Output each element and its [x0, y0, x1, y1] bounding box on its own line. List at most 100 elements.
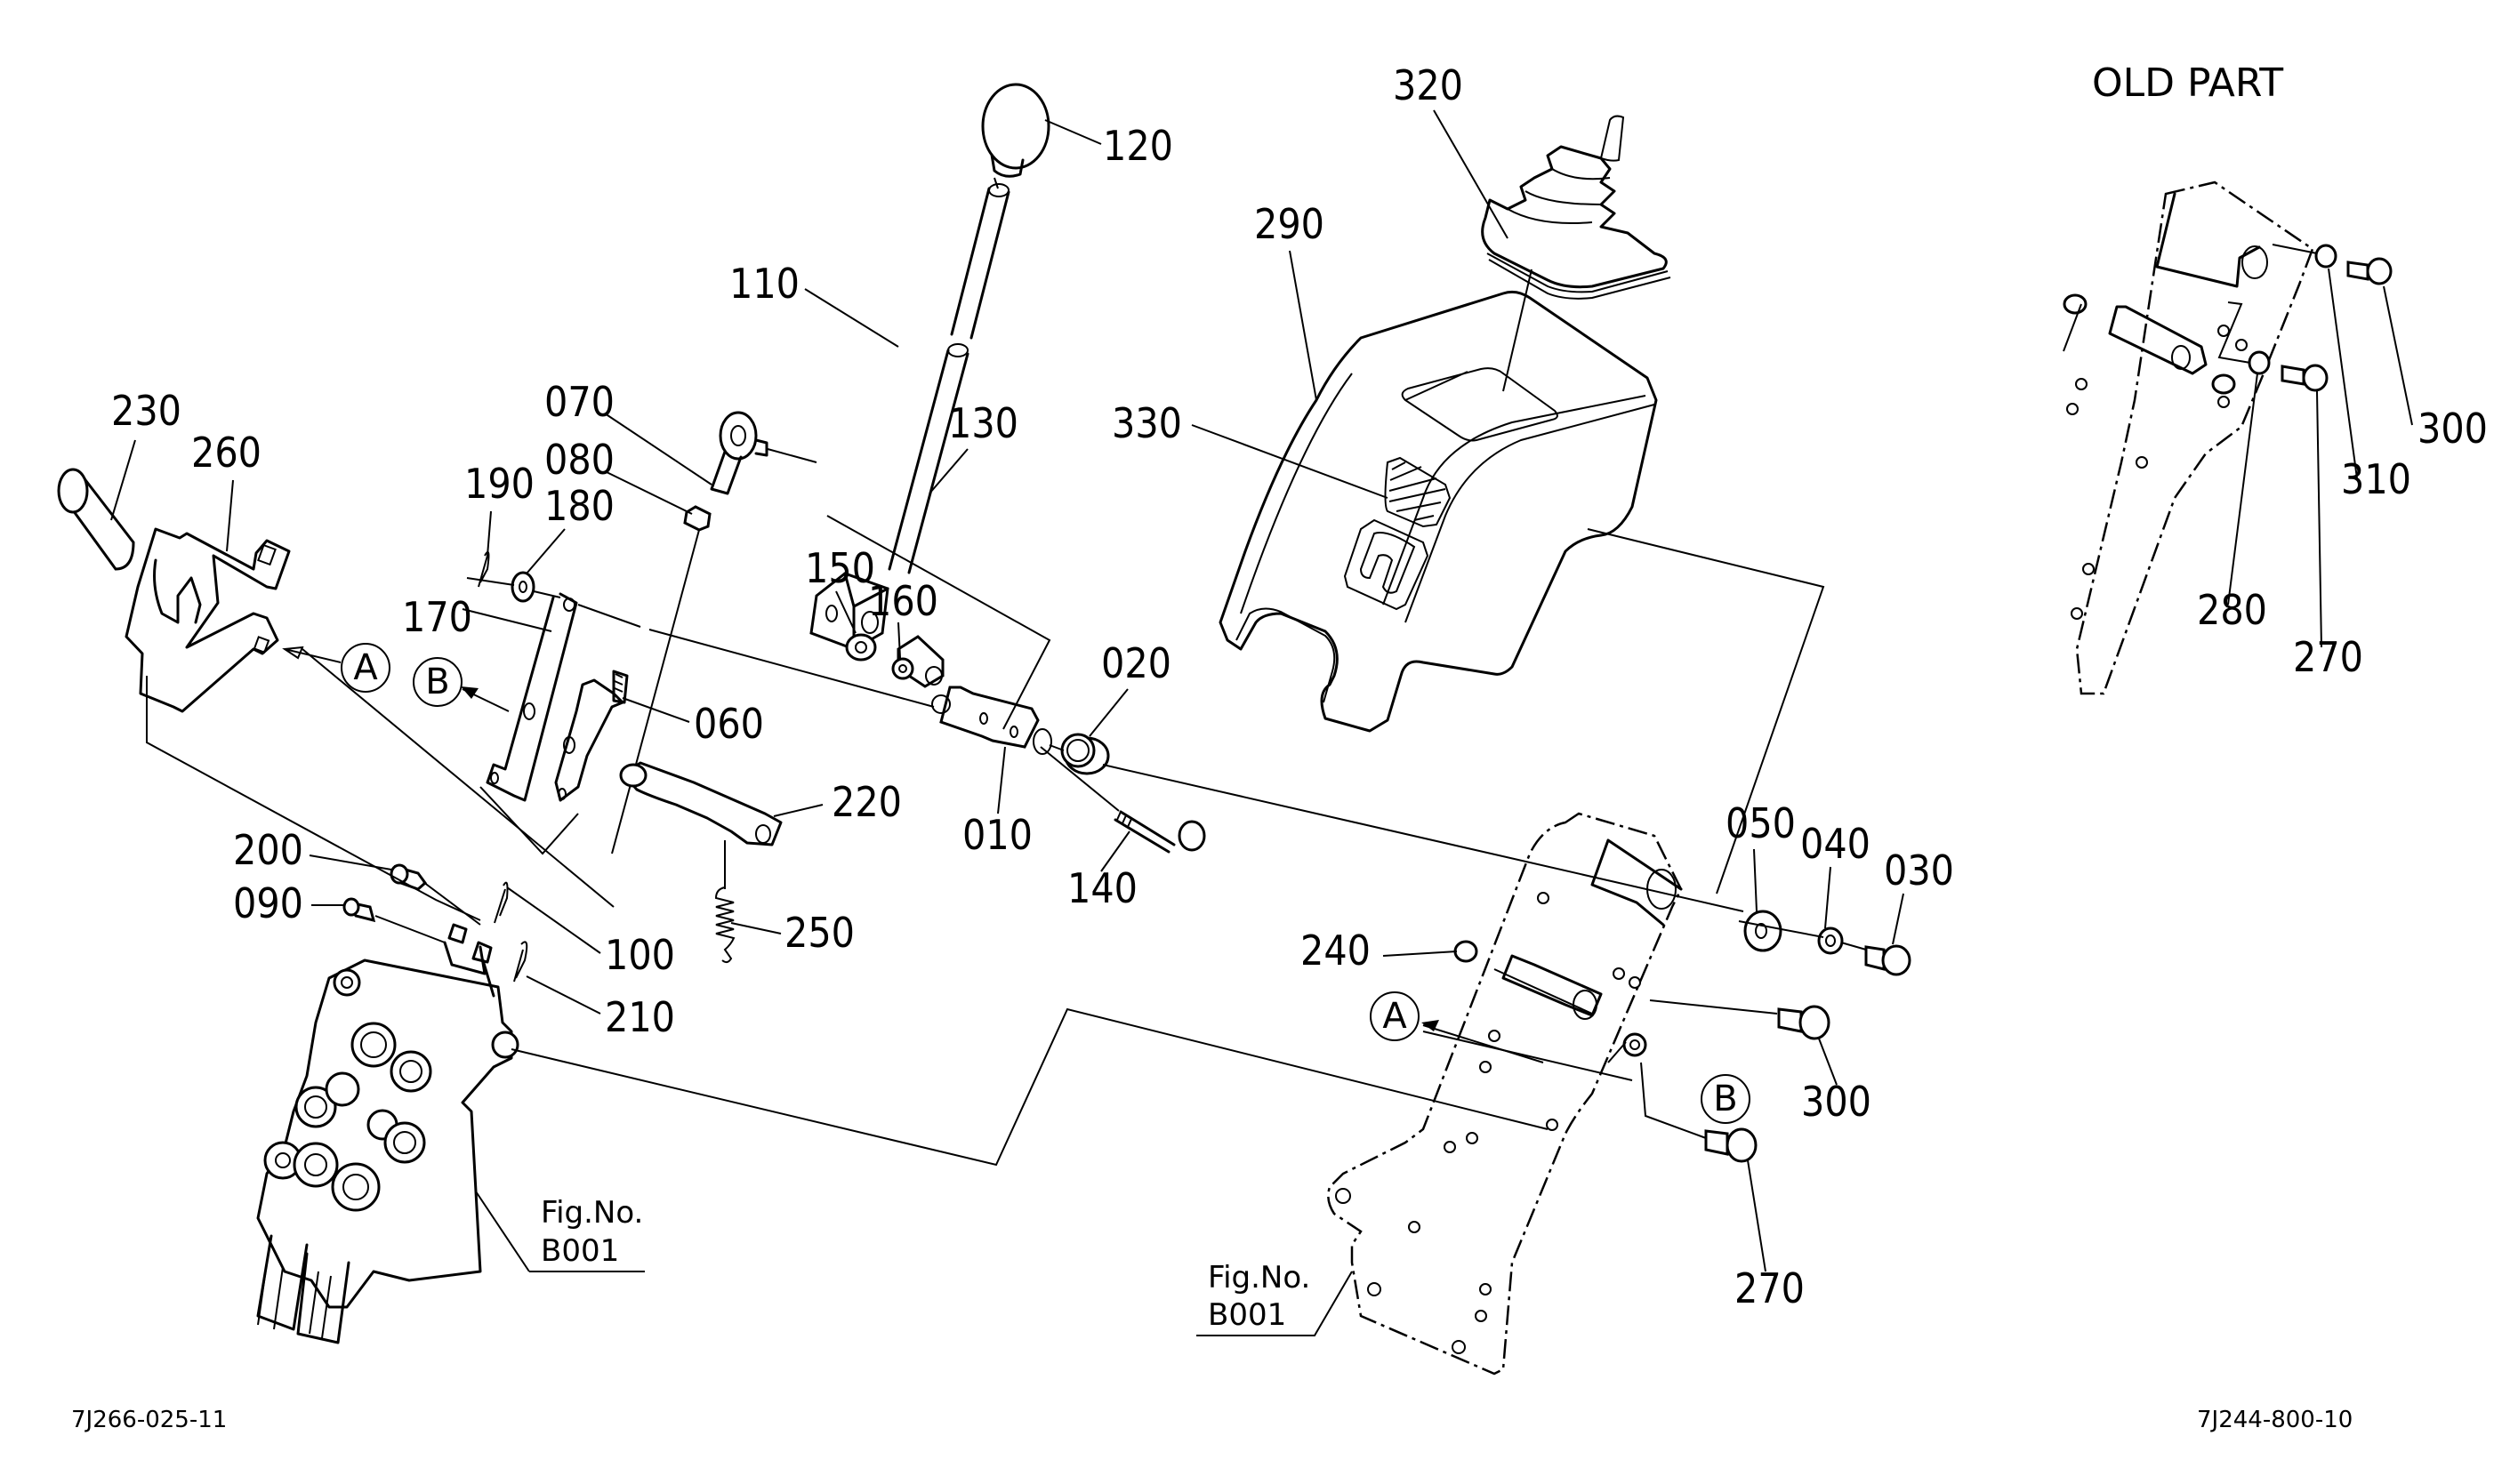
callout-p120[interactable]: 120: [1044, 119, 1173, 170]
bracket-plate[interactable]: [1327, 812, 1683, 1376]
bolt-140[interactable]: [1114, 810, 1206, 854]
part-number-label[interactable]: 080: [544, 436, 615, 484]
knob-230[interactable]: [57, 468, 135, 571]
callout-p200[interactable]: 200: [233, 826, 392, 874]
collar-240-lower[interactable]: [1622, 1032, 1647, 1057]
cover-290[interactable]: [1219, 290, 1658, 733]
part-number-label[interactable]: 310: [2341, 455, 2411, 503]
part-number-label[interactable]: 140: [1067, 864, 1138, 912]
callout-p220[interactable]: 220: [773, 778, 902, 826]
part-number-label[interactable]: 240: [1300, 926, 1371, 975]
part-number-label[interactable]: 150: [805, 544, 875, 592]
old-washer-310[interactable]: [2314, 244, 2337, 269]
part-number-label[interactable]: 210: [605, 993, 675, 1041]
spring-250[interactable]: [714, 840, 736, 964]
part-number-label[interactable]: 060: [694, 700, 764, 748]
callout-p030[interactable]: 030: [1884, 846, 1954, 945]
part-number-label[interactable]: 300: [2417, 405, 2488, 453]
rod-end-070[interactable]: [710, 411, 768, 495]
arm-170[interactable]: [486, 592, 578, 802]
part-number-label[interactable]: 170: [402, 593, 472, 641]
callout-p110[interactable]: 110: [729, 260, 899, 348]
label-330[interactable]: [1384, 456, 1452, 528]
callout-p050[interactable]: 050: [1726, 799, 1796, 912]
cotter-pin-190[interactable]: [478, 551, 490, 588]
part-number-label[interactable]: 160: [868, 577, 938, 625]
bolt-030[interactable]: [1864, 944, 1911, 976]
part-number-label[interactable]: 050: [1726, 799, 1796, 847]
callout-p210[interactable]: 210: [526, 975, 675, 1041]
callout-p240[interactable]: 240: [1300, 926, 1458, 975]
part-number-label[interactable]: 300: [1801, 1078, 1871, 1126]
callout-old-p300[interactable]: 300: [2383, 285, 2488, 453]
lever-knob-120[interactable]: [981, 83, 1050, 178]
old-bolt-270[interactable]: [2281, 364, 2329, 392]
callout-p020[interactable]: 020: [1089, 639, 1171, 737]
callout-p010[interactable]: 010: [962, 746, 1033, 859]
part-number-label[interactable]: 220: [832, 778, 902, 826]
callout-p230[interactable]: 230: [110, 387, 181, 521]
callout-p330[interactable]: 330: [1112, 399, 1388, 499]
collar-240-upper[interactable]: [1453, 940, 1478, 963]
callout-p300[interactable]: 300: [1801, 1038, 1871, 1126]
callout-old-p310[interactable]: 310: [2328, 268, 2411, 503]
part-number-label[interactable]: 190: [464, 460, 535, 508]
pin-090[interactable]: [342, 897, 376, 923]
cotter-pin-100[interactable]: [494, 881, 509, 924]
part-number-label[interactable]: 110: [729, 260, 800, 308]
part-number-label[interactable]: 250: [784, 909, 855, 957]
part-number-label[interactable]: 070: [544, 378, 615, 426]
bolt-300[interactable]: [1777, 1005, 1830, 1040]
part-number-label[interactable]: 280: [2197, 586, 2267, 634]
callout-p140[interactable]: 140: [1067, 830, 1138, 912]
boot-320[interactable]: [1481, 115, 1671, 300]
old-washer-280[interactable]: [2248, 350, 2271, 375]
part-number-label[interactable]: 260: [191, 429, 261, 477]
lever-260[interactable]: [125, 527, 291, 713]
old-bolt-300[interactable]: [2346, 257, 2393, 285]
part-number-label[interactable]: 270: [1734, 1264, 1805, 1312]
callout-old-p270[interactable]: 270: [2293, 390, 2363, 681]
old-part-bracket[interactable]: [2063, 180, 2314, 695]
washer-160[interactable]: [891, 657, 914, 680]
callout-old-p280[interactable]: 280: [2197, 373, 2267, 634]
callout-p180[interactable]: 180: [526, 482, 615, 574]
callout-p070[interactable]: 070: [544, 378, 712, 485]
lock-washer-040[interactable]: [1817, 926, 1844, 955]
callout-p090[interactable]: 090: [233, 879, 345, 927]
callout-p290[interactable]: 290: [1254, 200, 1324, 401]
part-number-label[interactable]: 120: [1103, 122, 1173, 170]
fig-ref-right[interactable]: Fig.No. B001: [1196, 1260, 1353, 1336]
control-valve[interactable]: [256, 923, 519, 1344]
callout-p250[interactable]: 250: [730, 909, 855, 957]
callout-p270[interactable]: 270: [1734, 1159, 1805, 1312]
part-number-label[interactable]: 100: [605, 931, 675, 979]
callout-p150[interactable]: 150: [805, 544, 875, 634]
part-number-label[interactable]: 320: [1393, 61, 1463, 109]
washer-050[interactable]: [1743, 910, 1782, 952]
callout-p100[interactable]: 100: [506, 886, 675, 979]
callout-p260[interactable]: 260: [191, 429, 261, 552]
callout-p320[interactable]: 320: [1393, 61, 1508, 239]
arm-220[interactable]: [619, 761, 783, 846]
yoke-010[interactable]: [931, 686, 1052, 755]
part-number-label[interactable]: 090: [233, 879, 303, 927]
nut-150[interactable]: [845, 633, 877, 662]
part-number-label[interactable]: 180: [544, 482, 615, 530]
callout-p130[interactable]: 130: [929, 399, 1018, 494]
part-number-label[interactable]: 270: [2293, 633, 2363, 681]
part-number-label[interactable]: 130: [948, 399, 1018, 447]
part-number-label[interactable]: 030: [1884, 846, 1954, 894]
callout-p060[interactable]: 060: [622, 697, 764, 748]
cotter-pin-210[interactable]: [513, 941, 528, 983]
callout-p080[interactable]: 080: [544, 436, 693, 515]
part-number-label[interactable]: 200: [233, 826, 303, 874]
part-number-label[interactable]: 330: [1112, 399, 1182, 447]
callout-p040[interactable]: 040: [1800, 820, 1870, 929]
lever-block[interactable]: [809, 572, 889, 651]
part-number-label[interactable]: 020: [1101, 639, 1171, 687]
bolt-270[interactable]: [1704, 1127, 1758, 1163]
arm-060[interactable]: [554, 670, 629, 802]
callout-p190[interactable]: 190: [464, 460, 535, 557]
part-number-label[interactable]: 010: [962, 811, 1033, 859]
